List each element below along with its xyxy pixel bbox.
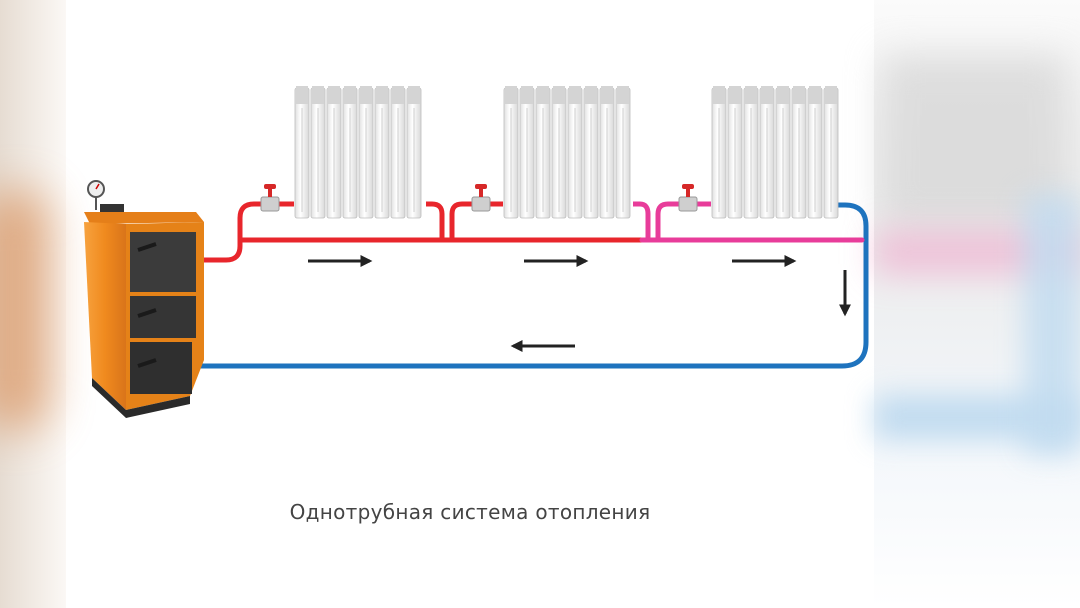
diagram-caption: Однотрубная система отопления [289,500,651,524]
radiator-fin-top [521,86,533,104]
radiator-fin-top [537,86,549,104]
valve-1 [260,184,280,212]
supply-pipe-hot [197,237,645,263]
radiator-fin-top [360,86,372,104]
radiator-2 [503,86,631,219]
radiators [294,86,839,219]
radiator-1-outlet [426,201,445,240]
radiator-fin-top [328,86,340,104]
radiator-fin-top [825,86,837,104]
blurred-background-left [0,0,66,608]
radiator-fin-top [777,86,789,104]
radiator-fin-top [713,86,725,104]
radiator-fin-top [569,86,581,104]
radiator-fin-top [553,86,565,104]
radiator-fin-top [745,86,757,104]
radiator-1 [294,86,422,219]
radiator-1-inlet [237,201,294,246]
radiator-fin-top [392,86,404,104]
radiator-fin-top [585,86,597,104]
radiator-fin-top [761,86,773,104]
boiler-door-bottom [130,342,192,394]
radiator-fin-top [729,86,741,104]
valve-2 [471,184,491,212]
blurred-background-right [874,0,1080,608]
radiator-3 [711,86,839,219]
radiator-fin-top [617,86,629,104]
radiator-fin-top [601,86,613,104]
boiler-door-top [130,232,196,292]
radiator-fin-top [376,86,388,104]
radiator-fin-top [793,86,805,104]
radiator-3-inlet [655,201,711,240]
radiator-2-outlet [633,201,651,240]
radiator-2-inlet [449,201,503,240]
radiator-fin-top [344,86,356,104]
radiator-fin-top [312,86,324,104]
radiator-fin-top [296,86,308,104]
radiator-fin-top [408,86,420,104]
radiator-fin-top [809,86,821,104]
radiator-fin-top [505,86,517,104]
return-pipe [197,202,869,369]
boiler [84,180,204,418]
valve-3 [678,184,698,212]
